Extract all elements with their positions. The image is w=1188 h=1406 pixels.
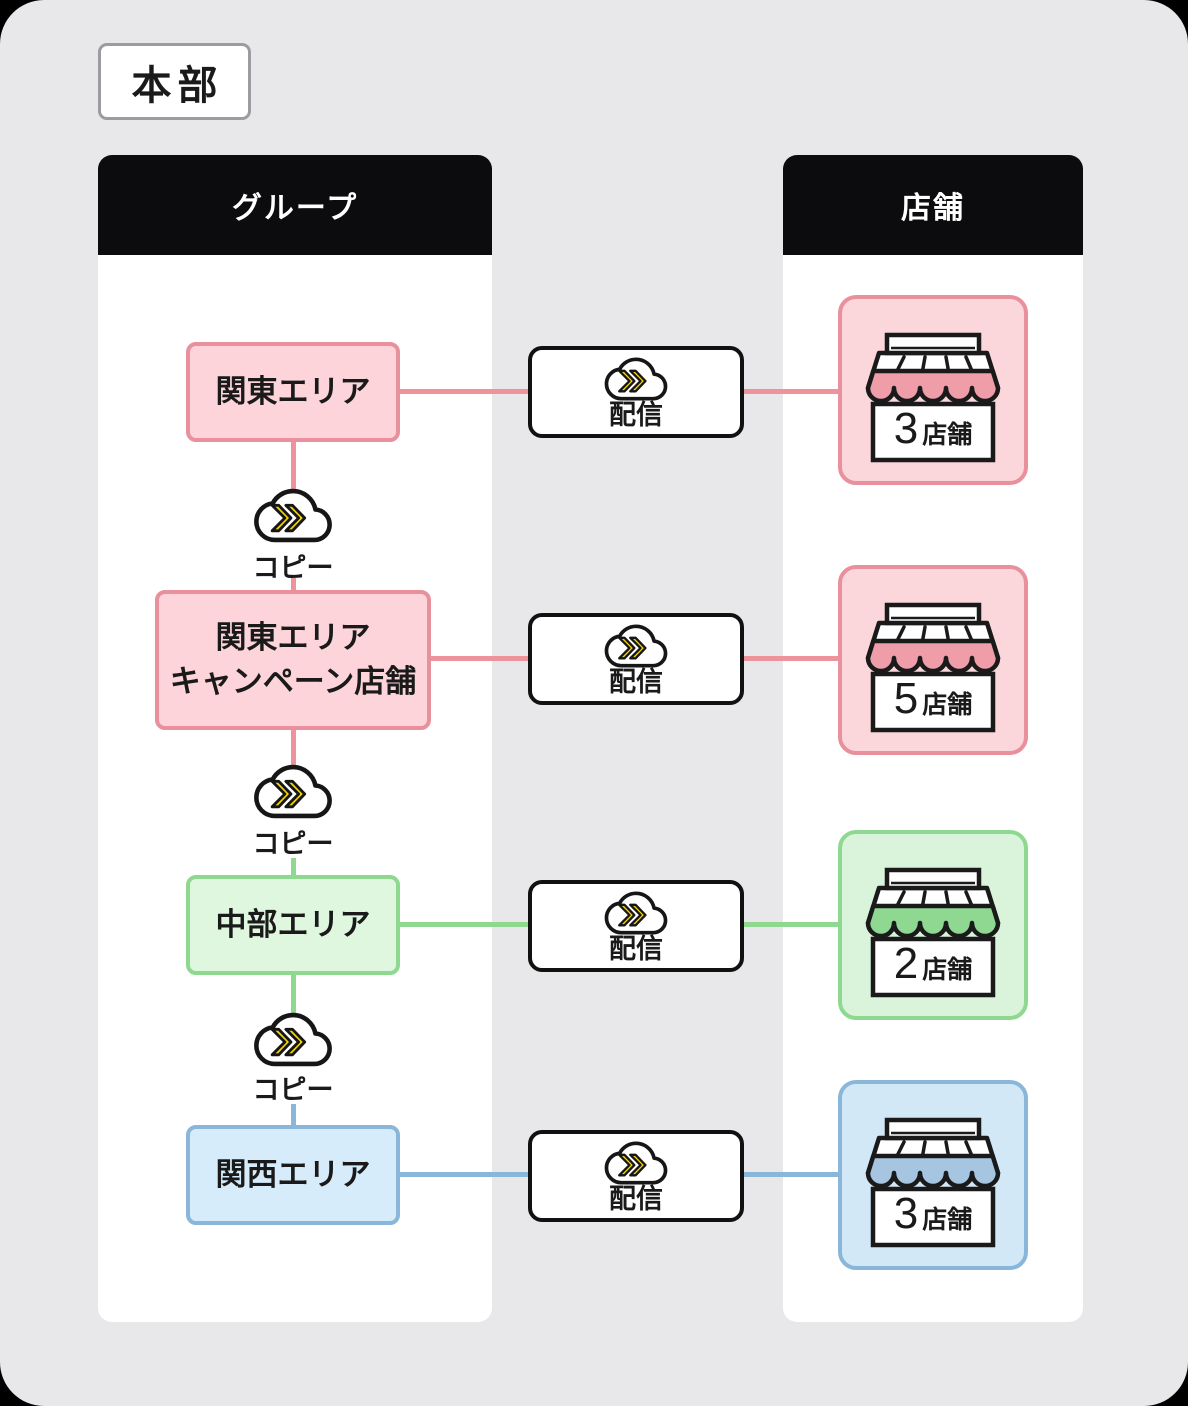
- copy-cloud-icon: [254, 764, 332, 819]
- store-count-unit: 店舗: [922, 421, 973, 449]
- copy-connector-line: [291, 975, 296, 1015]
- delivery-box: 配信: [528, 880, 744, 972]
- store-count-unit: 店舗: [922, 691, 973, 719]
- group-box-chubu: 中部エリア: [186, 875, 400, 975]
- storefront-icon: [865, 602, 1001, 733]
- store-card: 3 店舗: [838, 1080, 1028, 1270]
- store-count-number: 5: [893, 674, 919, 723]
- copy-cloud-icon: [254, 488, 332, 543]
- copy-connector-line: [291, 442, 296, 490]
- group-box-label: 中部エリア: [215, 907, 371, 942]
- store-card: 2 店舗: [838, 830, 1028, 1020]
- delivery-label: 配信: [609, 400, 663, 430]
- storefront-icon: [865, 332, 1001, 463]
- copy-label: コピー: [252, 829, 334, 859]
- copy-connector-line: [291, 578, 296, 590]
- store-count-unit: 店舗: [922, 1206, 973, 1234]
- delivery-label: 配信: [609, 667, 663, 697]
- copy-label: コピー: [252, 1075, 334, 1105]
- store-card: 5 店舗: [838, 565, 1028, 755]
- deliver-cloud-icon: [604, 1141, 668, 1185]
- delivery-label: 配信: [609, 1184, 663, 1214]
- group-box-kansai: 関西エリア: [186, 1125, 400, 1225]
- storefront-icon: [865, 867, 1001, 998]
- store-count-number: 3: [893, 404, 919, 453]
- delivery-box: 配信: [528, 613, 744, 705]
- delivery-box: 配信: [528, 1130, 744, 1222]
- store-column-header: 店舗: [783, 155, 1083, 255]
- deliver-cloud-icon: [604, 357, 668, 401]
- group-box-label: 関西エリア: [215, 1157, 371, 1192]
- deliver-cloud-icon: [604, 891, 668, 935]
- group-box-kanto: 関東エリア: [186, 342, 400, 442]
- store-count: 2 店舗: [842, 939, 1024, 997]
- group-box-label: 関東エリア: [215, 374, 371, 409]
- group-box-label-line2: キャンペーン店舗: [169, 664, 417, 699]
- group-column-header: グループ: [98, 155, 492, 255]
- storefront-icon: [865, 1117, 1001, 1248]
- group-box-kanto-campaign: 関東エリア キャンペーン店舗: [155, 590, 431, 730]
- store-count-number: 2: [893, 939, 919, 988]
- store-card: 3 店舗: [838, 295, 1028, 485]
- copy-connector-line: [291, 730, 296, 768]
- headquarters-label: 本部: [98, 43, 251, 120]
- copy-label: コピー: [252, 553, 334, 583]
- copy-cloud-icon: [254, 1012, 332, 1067]
- deliver-cloud-icon: [604, 624, 668, 668]
- group-box-label: 関東エリア: [215, 620, 371, 655]
- copy-connector-line: [291, 1104, 296, 1125]
- copy-connector-line: [291, 858, 296, 875]
- store-count: 3 店舗: [842, 404, 1024, 462]
- store-count: 5 店舗: [842, 674, 1024, 732]
- store-count: 3 店舗: [842, 1189, 1024, 1247]
- store-count-number: 3: [893, 1189, 919, 1238]
- delivery-box: 配信: [528, 346, 744, 438]
- store-count-unit: 店舗: [922, 956, 973, 984]
- delivery-label: 配信: [609, 934, 663, 964]
